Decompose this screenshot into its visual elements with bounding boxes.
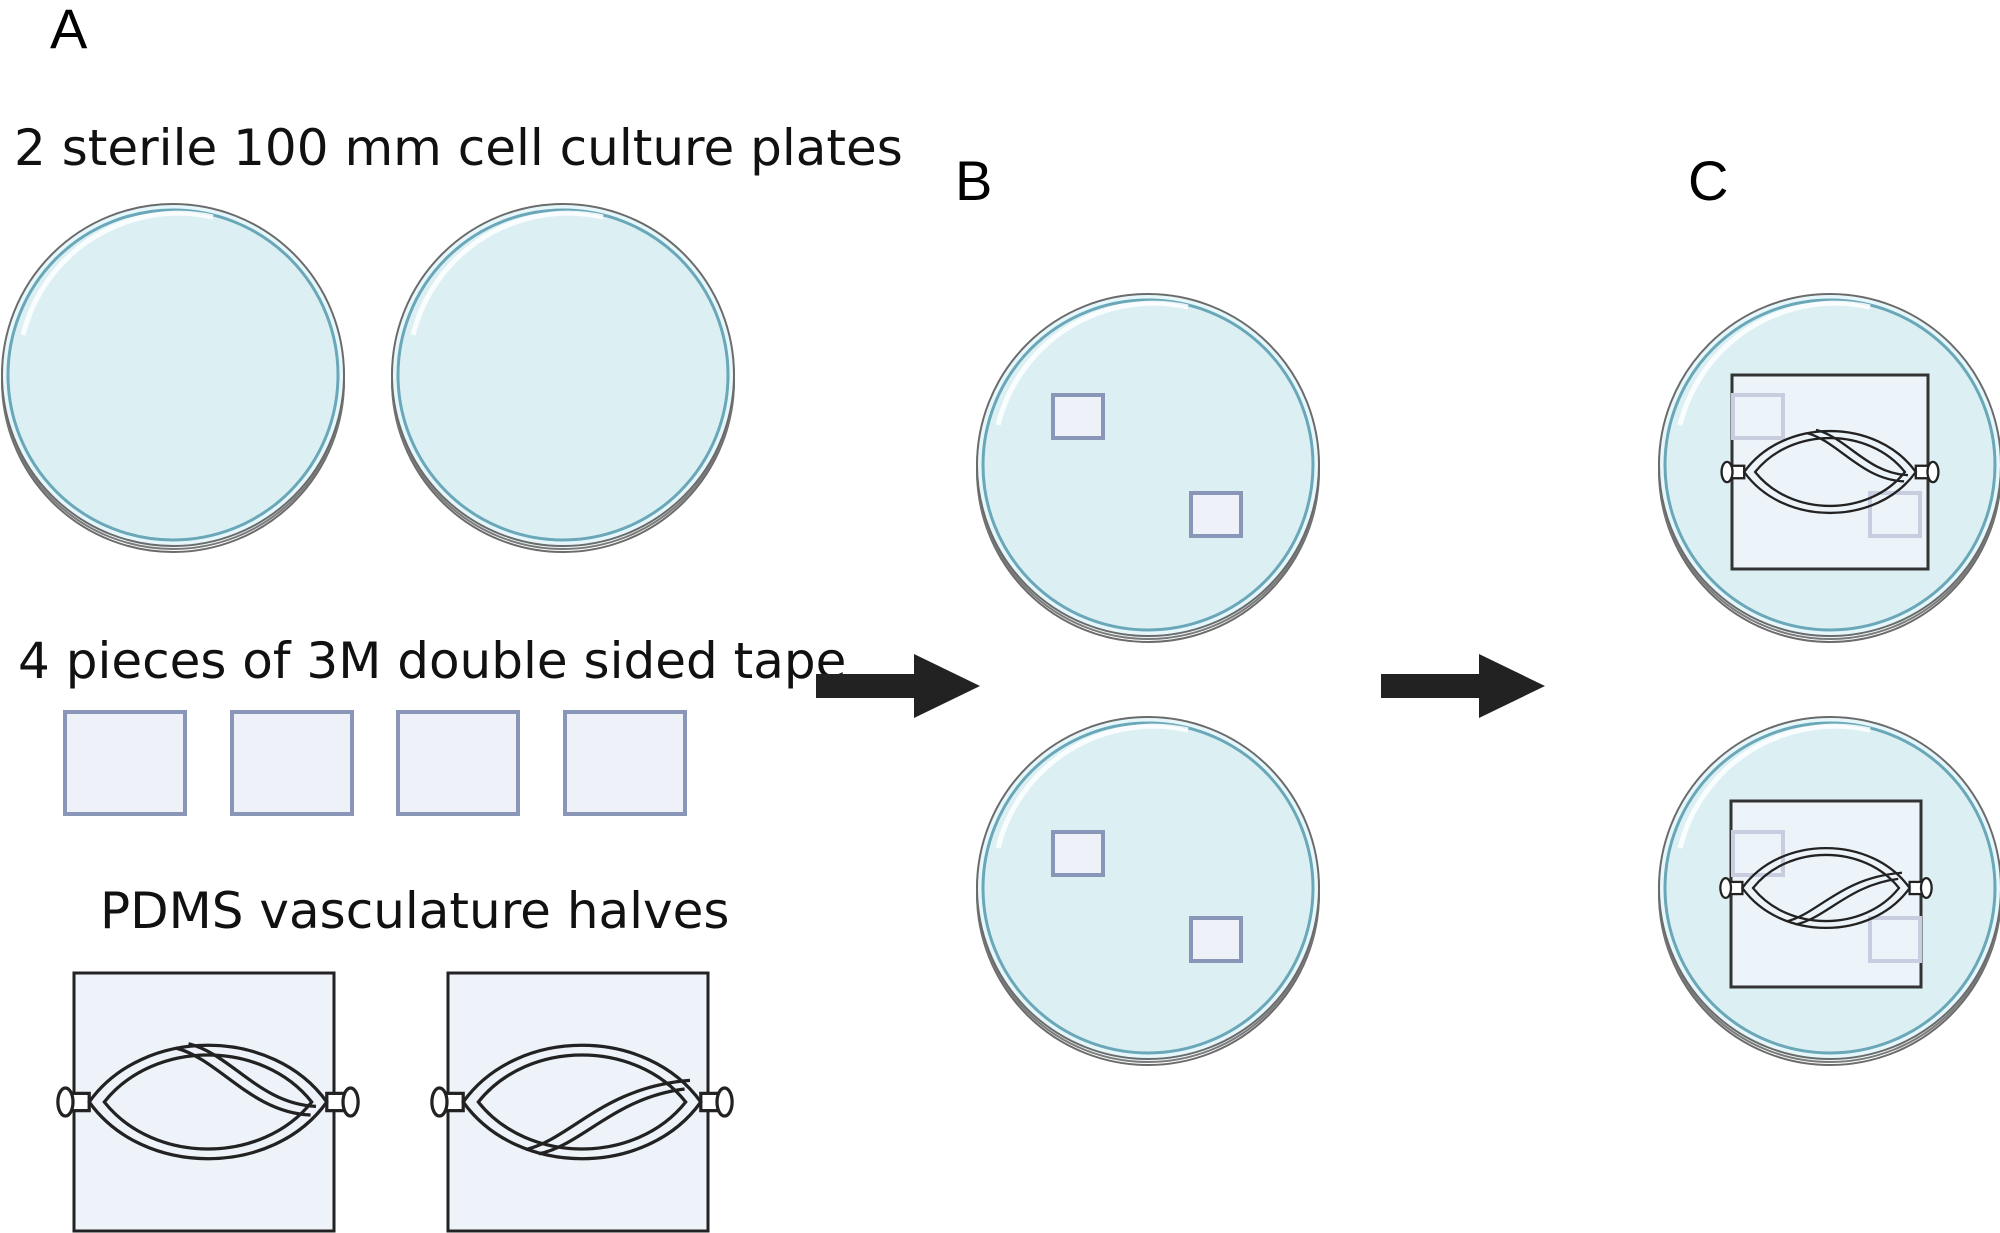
right-arrow-icon [1381,654,1545,718]
pdms-caption: PDMS vasculature halves [100,882,729,940]
panel-b-label: B [955,149,992,212]
plate-with-tape-1 [977,294,1319,642]
tape-piece-3 [396,710,520,816]
pdms-half-1 [56,971,360,1233]
tape-piece-2 [230,710,354,816]
plate-with-tape-2 [977,717,1319,1065]
tape-caption: 4 pieces of 3M double sided tape [18,632,846,690]
plate-with-pdms-1 [1659,294,2000,642]
plate-with-pdms-2 [1659,717,2000,1065]
culture-plate-1 [2,204,344,552]
pdms-half-2 [430,971,734,1233]
tape-piece-4 [563,710,687,816]
culture-plate-2 [392,204,734,552]
panel-c-label: C [1688,149,1728,212]
plates-caption: 2 sterile 100 mm cell culture plates [14,119,903,177]
tape-piece-1 [63,710,187,816]
panel-a-label: A [50,0,88,60]
